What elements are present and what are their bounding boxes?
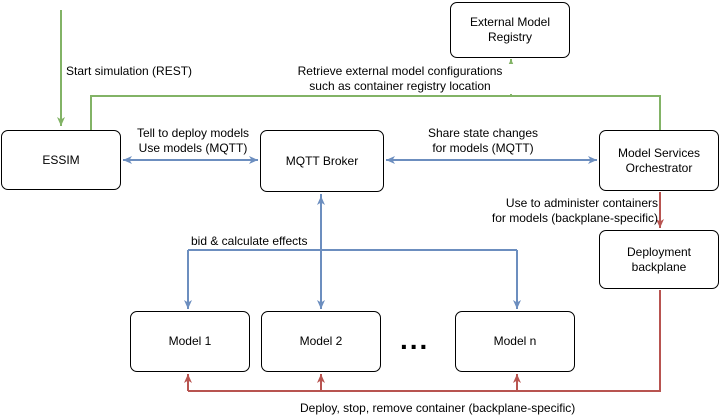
- more-models-ellipsis: ...: [400, 324, 430, 355]
- model-services-orchestrator-node: Model Services Orchestrator: [599, 130, 719, 191]
- deployment-backplane-node: Deployment backplane: [599, 230, 719, 289]
- deploy-stop-remove-label: Deploy, stop, remove container (backplan…: [300, 401, 576, 416]
- essim-node: ESSIM: [1, 130, 121, 190]
- start-simulation-label: Start simulation (REST): [66, 64, 193, 79]
- administer-containers-label: Use to administer containers for models …: [491, 196, 658, 225]
- tell-deploy-label: Tell to deploy models Use models (MQTT): [128, 126, 258, 156]
- share-state-label: Share state changes for models (MQTT): [418, 126, 548, 156]
- retrieve-configs-label: Retrieve external model configurations s…: [285, 64, 515, 94]
- bid-calculate-label: bid & calculate effects: [191, 234, 308, 248]
- model-2-node: Model 2: [261, 311, 381, 372]
- mqtt-broker-node: MQTT Broker: [260, 130, 384, 192]
- model-1-node: Model 1: [130, 311, 250, 372]
- external-model-registry-node: External Model Registry: [450, 2, 570, 58]
- backplane-models-line: [188, 290, 661, 392]
- model-n-node: Model n: [455, 311, 575, 372]
